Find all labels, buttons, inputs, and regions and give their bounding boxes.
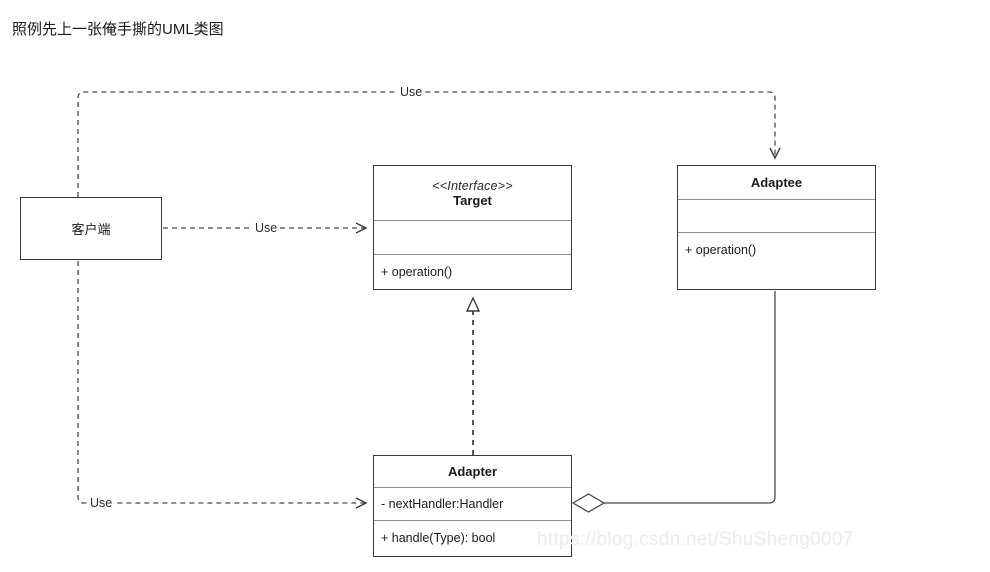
class-methods-adaptee: + operation() xyxy=(678,232,875,289)
edge-label-client-uses-target: Use xyxy=(253,221,280,235)
class-header-target: <<Interface>> Target xyxy=(374,166,571,220)
page-caption: 照例先上一张俺手撕的UML类图 xyxy=(12,21,224,38)
class-box-client[interactable]: 客户端 xyxy=(20,197,162,260)
class-header-adapter: Adapter xyxy=(374,456,571,487)
class-box-adapter[interactable]: Adapter - nextHandler:Handler + handle(T… xyxy=(373,455,572,557)
class-method-target-0: + operation() xyxy=(381,265,453,279)
relation-adapter-aggregates-adaptee xyxy=(571,291,776,513)
class-body-client: 客户端 xyxy=(21,198,161,259)
class-methods-adapter: + handle(Type): bool xyxy=(374,520,571,555)
class-attributes-target xyxy=(374,220,571,254)
class-name-adapter: Adapter xyxy=(447,464,498,479)
class-methods-target: + operation() xyxy=(374,254,571,289)
class-stereotype-target: <<Interface>> xyxy=(432,178,513,193)
class-attributes-adaptee xyxy=(678,199,875,232)
class-method-adaptee-0: + operation() xyxy=(685,243,757,257)
class-attribute-adapter-0: - nextHandler:Handler xyxy=(381,497,504,511)
relation-client-uses-adapter xyxy=(77,261,368,509)
class-method-adapter-0: + handle(Type): bool xyxy=(381,531,496,545)
watermark-text: https://blog.csdn.net/ShuSheng0007 xyxy=(537,529,854,550)
edge-label-client-uses-adapter: Use xyxy=(88,496,115,510)
edge-label-client-uses-adaptee: Use xyxy=(398,85,425,99)
class-attributes-adapter: - nextHandler:Handler xyxy=(374,487,571,520)
class-name-target: Target xyxy=(453,192,492,208)
class-name-client: 客户端 xyxy=(71,222,111,237)
class-box-adaptee[interactable]: Adaptee + operation() xyxy=(677,165,876,290)
class-box-target[interactable]: <<Interface>> Target + operation() xyxy=(373,165,572,290)
class-header-adaptee: Adaptee xyxy=(678,166,875,199)
class-name-adaptee: Adaptee xyxy=(750,175,803,190)
relation-client-uses-adaptee xyxy=(77,91,781,197)
